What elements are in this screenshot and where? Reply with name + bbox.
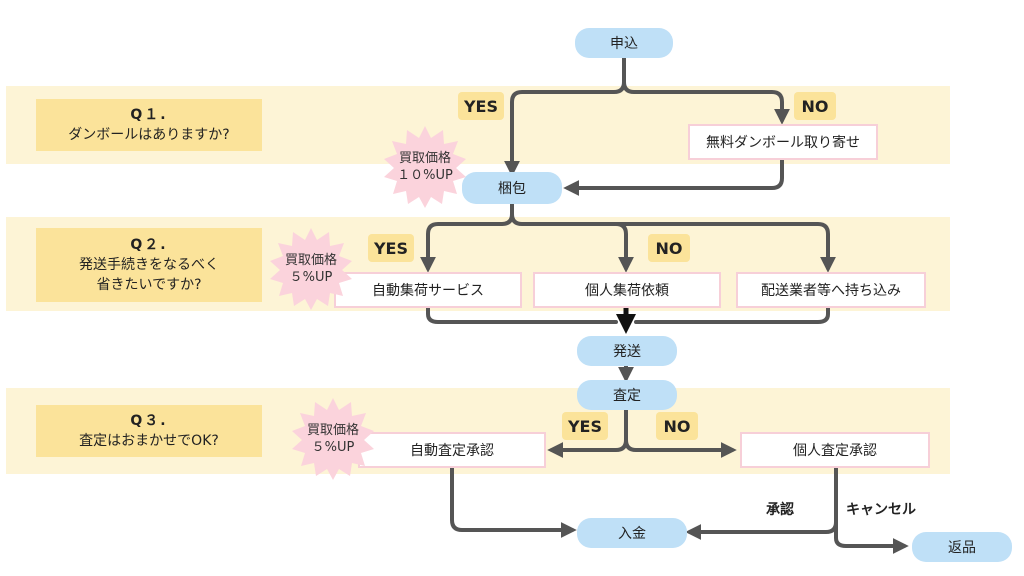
question-1-text: ダンボールはありますか? bbox=[68, 127, 230, 143]
arrow-apply-to-pack bbox=[504, 56, 626, 177]
tag-yes-q2: YES bbox=[368, 234, 414, 262]
node-ship: 発送 bbox=[577, 336, 677, 366]
line-carrier-merge bbox=[634, 306, 830, 324]
price-burst-5up-q2: 買取価格 ５%UP bbox=[268, 226, 354, 312]
arrow-assess-to-personal bbox=[624, 438, 737, 458]
node-return: 返品 bbox=[912, 532, 1012, 562]
burst-star-shape bbox=[270, 228, 352, 310]
question-1: Q１. ダンボールはありますか? bbox=[36, 99, 262, 151]
question-3-title: Q３. bbox=[130, 413, 168, 429]
burst-star-shape bbox=[292, 398, 374, 480]
arrow-pack-to-personal bbox=[510, 212, 634, 273]
tag-no-q2: NO bbox=[648, 234, 690, 262]
node-payment: 入金 bbox=[577, 518, 687, 548]
label-approve: 承認 bbox=[766, 502, 794, 518]
burst-3-line1: 買取価格 bbox=[306, 423, 359, 438]
burst-2-line1: 買取価格 bbox=[284, 253, 337, 268]
burst-1-line2: １０%UP bbox=[397, 168, 453, 183]
arrow-apply-to-freebox bbox=[622, 80, 790, 125]
tag-no-q3: NO bbox=[656, 412, 698, 440]
tag-yes-q1: YES bbox=[458, 92, 504, 120]
question-3-text: 査定はおまかせでOK? bbox=[79, 433, 219, 449]
question-2-title: Q２. bbox=[130, 237, 168, 253]
arrow-personal-to-payment bbox=[685, 466, 838, 540]
arrow-pack-to-carrier bbox=[614, 222, 836, 273]
arrow-personal-to-return bbox=[834, 518, 909, 554]
price-burst-10up: 買取価格 １０%UP bbox=[382, 124, 468, 210]
label-cancel: キャンセル bbox=[846, 502, 916, 518]
node-assess: 査定 bbox=[577, 380, 677, 410]
arrow-freebox-to-pack bbox=[563, 158, 784, 196]
question-2-text-line2: 省きたいですか? bbox=[96, 277, 202, 293]
question-2-text-line1: 発送手続きをなるべく bbox=[79, 257, 219, 273]
tag-yes-q3: YES bbox=[562, 412, 608, 440]
question-3: Q３. 査定はおまかせでOK? bbox=[36, 405, 262, 457]
action-personal-pickup: 個人集荷依頼 bbox=[533, 272, 721, 308]
arrow-pack-to-auto bbox=[420, 202, 514, 273]
node-apply: 申込 bbox=[575, 28, 673, 58]
question-1-title: Q１. bbox=[130, 107, 168, 123]
arrow-auto-to-payment bbox=[450, 466, 577, 538]
burst-2-line2: ５%UP bbox=[289, 270, 333, 285]
question-2: Q２. 発送手続きをなるべく 省きたいですか? bbox=[36, 228, 262, 302]
line-auto-merge bbox=[426, 306, 618, 324]
burst-3-line2: ５%UP bbox=[311, 440, 355, 455]
action-free-box: 無料ダンボール取り寄せ bbox=[688, 124, 878, 160]
burst-1-line1: 買取価格 bbox=[398, 151, 451, 166]
action-auto-approve: 自動査定承認 bbox=[358, 432, 546, 468]
tag-no-q1: NO bbox=[794, 92, 836, 120]
action-carrier-dropoff: 配送業者等へ持ち込み bbox=[736, 272, 926, 308]
burst-star-shape bbox=[384, 126, 466, 208]
action-auto-pickup: 自動集荷サービス bbox=[334, 272, 522, 308]
action-personal-approve: 個人査定承認 bbox=[740, 432, 930, 468]
price-burst-5up-q3: 買取価格 ５%UP bbox=[290, 396, 376, 482]
node-pack: 梱包 bbox=[462, 172, 562, 204]
